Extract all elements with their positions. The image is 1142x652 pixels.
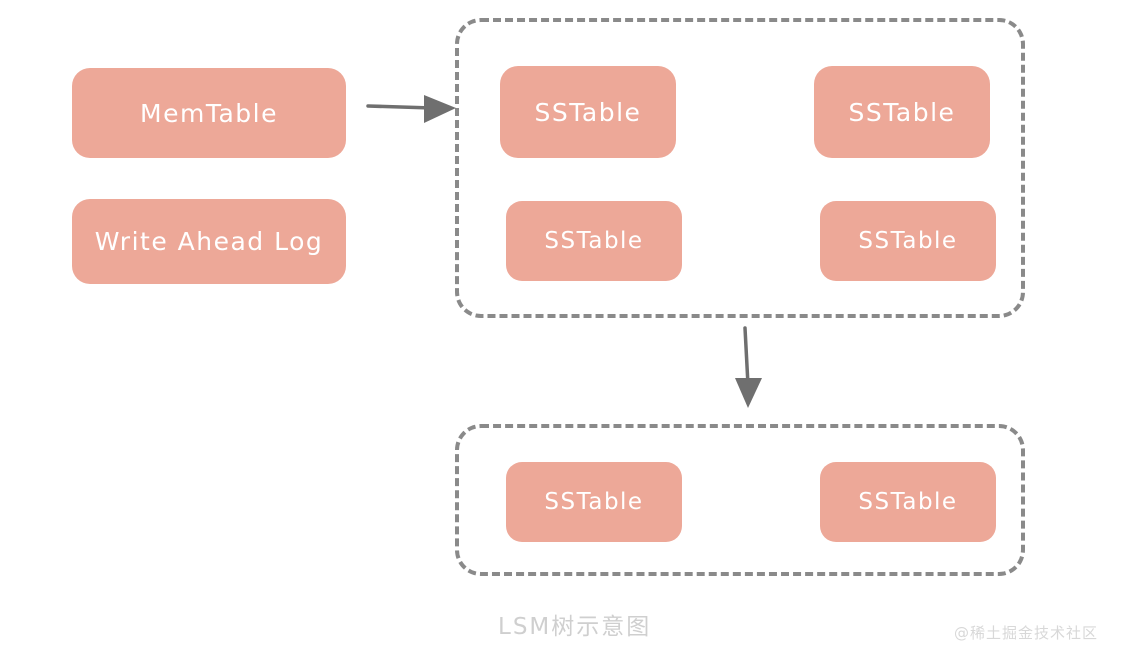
node-sstable-l0-2[interactable]: SSTable <box>814 66 990 158</box>
node-sstable-l1-1[interactable]: SSTable <box>506 462 682 542</box>
diagram-caption: LSM树示意图 <box>498 614 652 640</box>
node-sstable-l1-2[interactable]: SSTable <box>820 462 996 542</box>
node-label: SSTable <box>858 489 958 515</box>
node-memtable[interactable]: MemTable <box>72 68 346 158</box>
node-label: Write Ahead Log <box>94 227 324 256</box>
memtable-to-level0-arrow <box>366 95 456 123</box>
node-label: SSTable <box>848 97 956 127</box>
group-level0 <box>455 18 1025 318</box>
node-label: SSTable <box>544 228 644 254</box>
node-label: SSTable <box>858 228 958 254</box>
watermark: @稀土掘金技术社区 <box>954 624 1099 642</box>
node-label: SSTable <box>544 489 644 515</box>
node-sstable-l0-4[interactable]: SSTable <box>820 201 996 281</box>
node-write-ahead-log[interactable]: Write Ahead Log <box>72 199 346 284</box>
level0-to-level1-arrow <box>735 326 762 408</box>
node-sstable-l0-1[interactable]: SSTable <box>500 66 676 158</box>
node-label: SSTable <box>534 97 642 127</box>
node-sstable-l0-3[interactable]: SSTable <box>506 201 682 281</box>
group-level1 <box>455 424 1025 576</box>
node-label: MemTable <box>140 98 278 128</box>
